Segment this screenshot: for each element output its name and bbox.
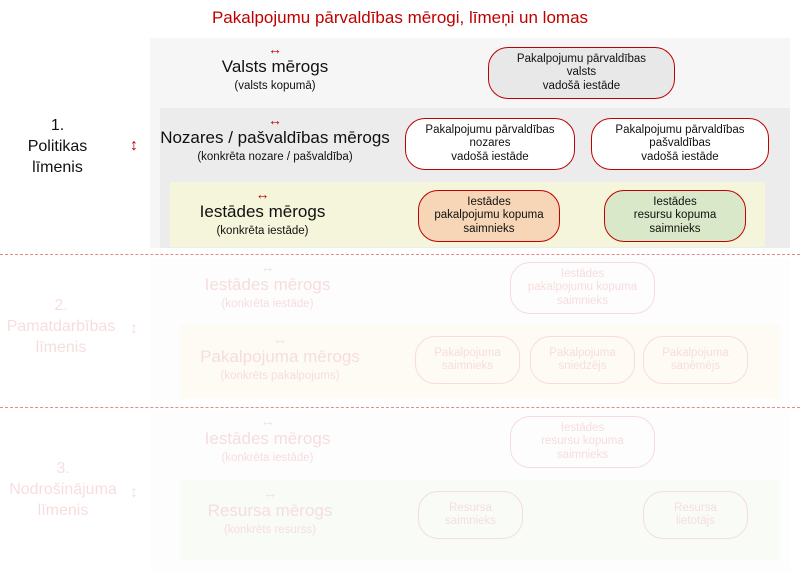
level-3-vertical-arrow-icon: ↕ xyxy=(130,484,138,501)
institution-scale-arrow-icon: ↔ xyxy=(255,186,270,202)
level-1-name-2: līmenis xyxy=(32,159,83,176)
institution-scale-sub: (konkrēta iestāde) xyxy=(216,225,309,237)
state-scale-sub: (valsts kopumā) xyxy=(234,80,316,92)
role-service-owner: Pakalpojuma saimnieks xyxy=(415,336,520,384)
institution-scale-2-sub: (konkrēta iestāde) xyxy=(221,298,314,310)
level-1-label: 1. Politikas līmenis xyxy=(0,115,115,178)
state-scale-arrow-icon: ↔ xyxy=(268,41,282,57)
level-1-number: 1. xyxy=(50,117,65,134)
role-institution-service-owner-2: Iestādes pakalpojumu kopuma saimnieks xyxy=(510,262,655,314)
role-service-provider: Pakalpojuma sniedzējs xyxy=(530,336,635,384)
state-scale-label: ↔ Valsts mērogs (valsts kopumā) xyxy=(170,42,380,94)
sector-scale-label: ↔ Nozares / pašvaldības mērogs (konkrēta… xyxy=(160,113,390,165)
service-scale-label: ↔ Pakalpojuma mērogs (konkrēts pakalpoju… xyxy=(180,332,380,384)
level-2-label: 2. Pamatdarbības līmenis xyxy=(0,295,122,358)
level-separator-1 xyxy=(0,254,800,255)
diagram-title: Pakalpojumu pārvaldības mērogi, līmeņi u… xyxy=(211,8,589,27)
service-scale-sub: (konkrēts pakalpojums) xyxy=(220,370,340,382)
institution-scale-label: ↔ Iestādes mērogs (konkrēta iestāde) xyxy=(170,187,355,239)
institution-scale-3-name: Iestādes mērogs xyxy=(204,429,331,448)
role-sector-lead: Pakalpojumu pārvaldības nozares vadošā i… xyxy=(405,118,575,170)
service-scale-panel xyxy=(180,325,780,398)
level-3-name: Nodrošinājuma xyxy=(9,481,117,498)
institution-scale-name: Iestādes mērogs xyxy=(199,202,326,221)
sector-scale-name: Nozares / pašvaldības mērogs xyxy=(160,128,390,147)
role-resource-owner: Resursa saimnieks xyxy=(418,491,523,539)
state-scale-name: Valsts mērogs xyxy=(221,57,329,76)
institution-scale-3-sub: (konkrēta iestāde) xyxy=(221,452,314,464)
role-institution-service-owner: Iestādes pakalpojumu kopuma saimnieks xyxy=(418,190,560,242)
level-2-vertical-arrow-icon: ↕ xyxy=(130,320,138,337)
sector-scale-arrow-icon: ↔ xyxy=(268,112,282,128)
level-2-panel xyxy=(150,258,790,400)
institution-scale-2-arrow-icon: ↔ xyxy=(260,259,275,275)
resource-scale-label: ↔ Resursa mērogs (konkrēts resurss) xyxy=(180,486,360,538)
resource-scale-sub: (konkrēts resurss) xyxy=(223,524,317,536)
sector-scale-sub: (konkrēta nozare / pašvaldība) xyxy=(197,151,353,163)
service-scale-arrow-icon: ↔ xyxy=(273,331,287,347)
institution-scale-3-arrow-icon: ↔ xyxy=(260,413,275,429)
role-service-recipient: Pakalpojuma saņēmējs xyxy=(643,336,748,384)
role-resource-user: Resursa lietotājs xyxy=(643,491,748,539)
resource-scale-name: Resursa mērogs xyxy=(207,501,333,520)
service-scale-name: Pakalpojuma mērogs xyxy=(200,347,360,366)
level-3-number: 3. xyxy=(56,460,70,477)
institution-scale-2-name: Iestādes mērogs xyxy=(204,275,331,294)
level-2-name: Pamatdarbības xyxy=(6,318,116,335)
role-municipal-lead: Pakalpojumu pārvaldības pašvaldības vado… xyxy=(591,118,769,170)
level-2-name-2: līmenis xyxy=(35,339,87,356)
level-3-name-2: līmenis xyxy=(37,502,89,519)
role-institution-resource-owner: Iestādes resursu kopuma saimnieks xyxy=(604,190,746,242)
role-institution-resource-owner-3: Iestādes resursu kopuma saimnieks xyxy=(510,416,655,468)
institution-scale-label-2: ↔ Iestādes mērogs (konkrēta iestāde) xyxy=(175,260,360,312)
level-1-name: Politikas xyxy=(27,138,88,155)
institution-scale-label-3: ↔ Iestādes mērogs (konkrēta iestāde) xyxy=(175,414,360,466)
resource-scale-arrow-icon: ↔ xyxy=(263,485,277,501)
role-state-lead: Pakalpojumu pārvaldības valsts vadošā ie… xyxy=(488,47,675,99)
level-2-number: 2. xyxy=(54,297,68,314)
resource-scale-panel xyxy=(180,480,780,560)
level-1-vertical-arrow-icon: ↕ xyxy=(130,137,138,154)
level-3-label: 3. Nodrošinājuma līmenis xyxy=(0,458,126,521)
level-3-panel xyxy=(150,411,790,571)
level-separator-2 xyxy=(0,407,800,408)
